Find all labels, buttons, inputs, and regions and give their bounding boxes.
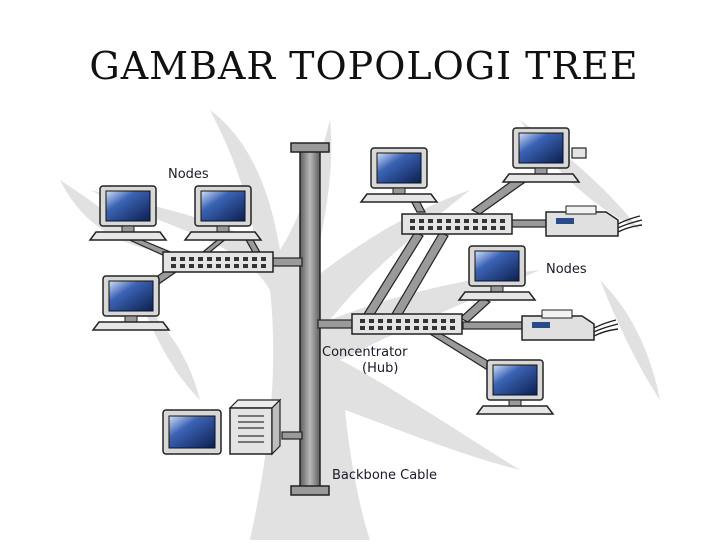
peripheral-box [571,147,587,159]
label-nodes-right: Nodes [546,262,587,277]
printer-node [521,309,619,341]
page-title: GAMBAR TOPOLOGI TREE [89,44,639,88]
concentrator-hub [351,313,463,335]
computer-node [184,185,262,241]
computer-node [92,275,170,331]
label-backbone-cable: Backbone Cable [332,468,437,483]
computer-node [502,127,580,183]
computer-node [476,359,554,415]
computer-node [458,245,536,301]
label-concentrator: Concentrator [322,345,408,360]
computer-node [360,147,438,203]
label-nodes-left: Nodes [168,167,209,182]
server-computer [162,398,282,456]
hub-left [162,251,274,273]
label-hub: (Hub) [362,361,398,376]
computer-node [89,185,167,241]
hub-top-right [401,213,513,235]
